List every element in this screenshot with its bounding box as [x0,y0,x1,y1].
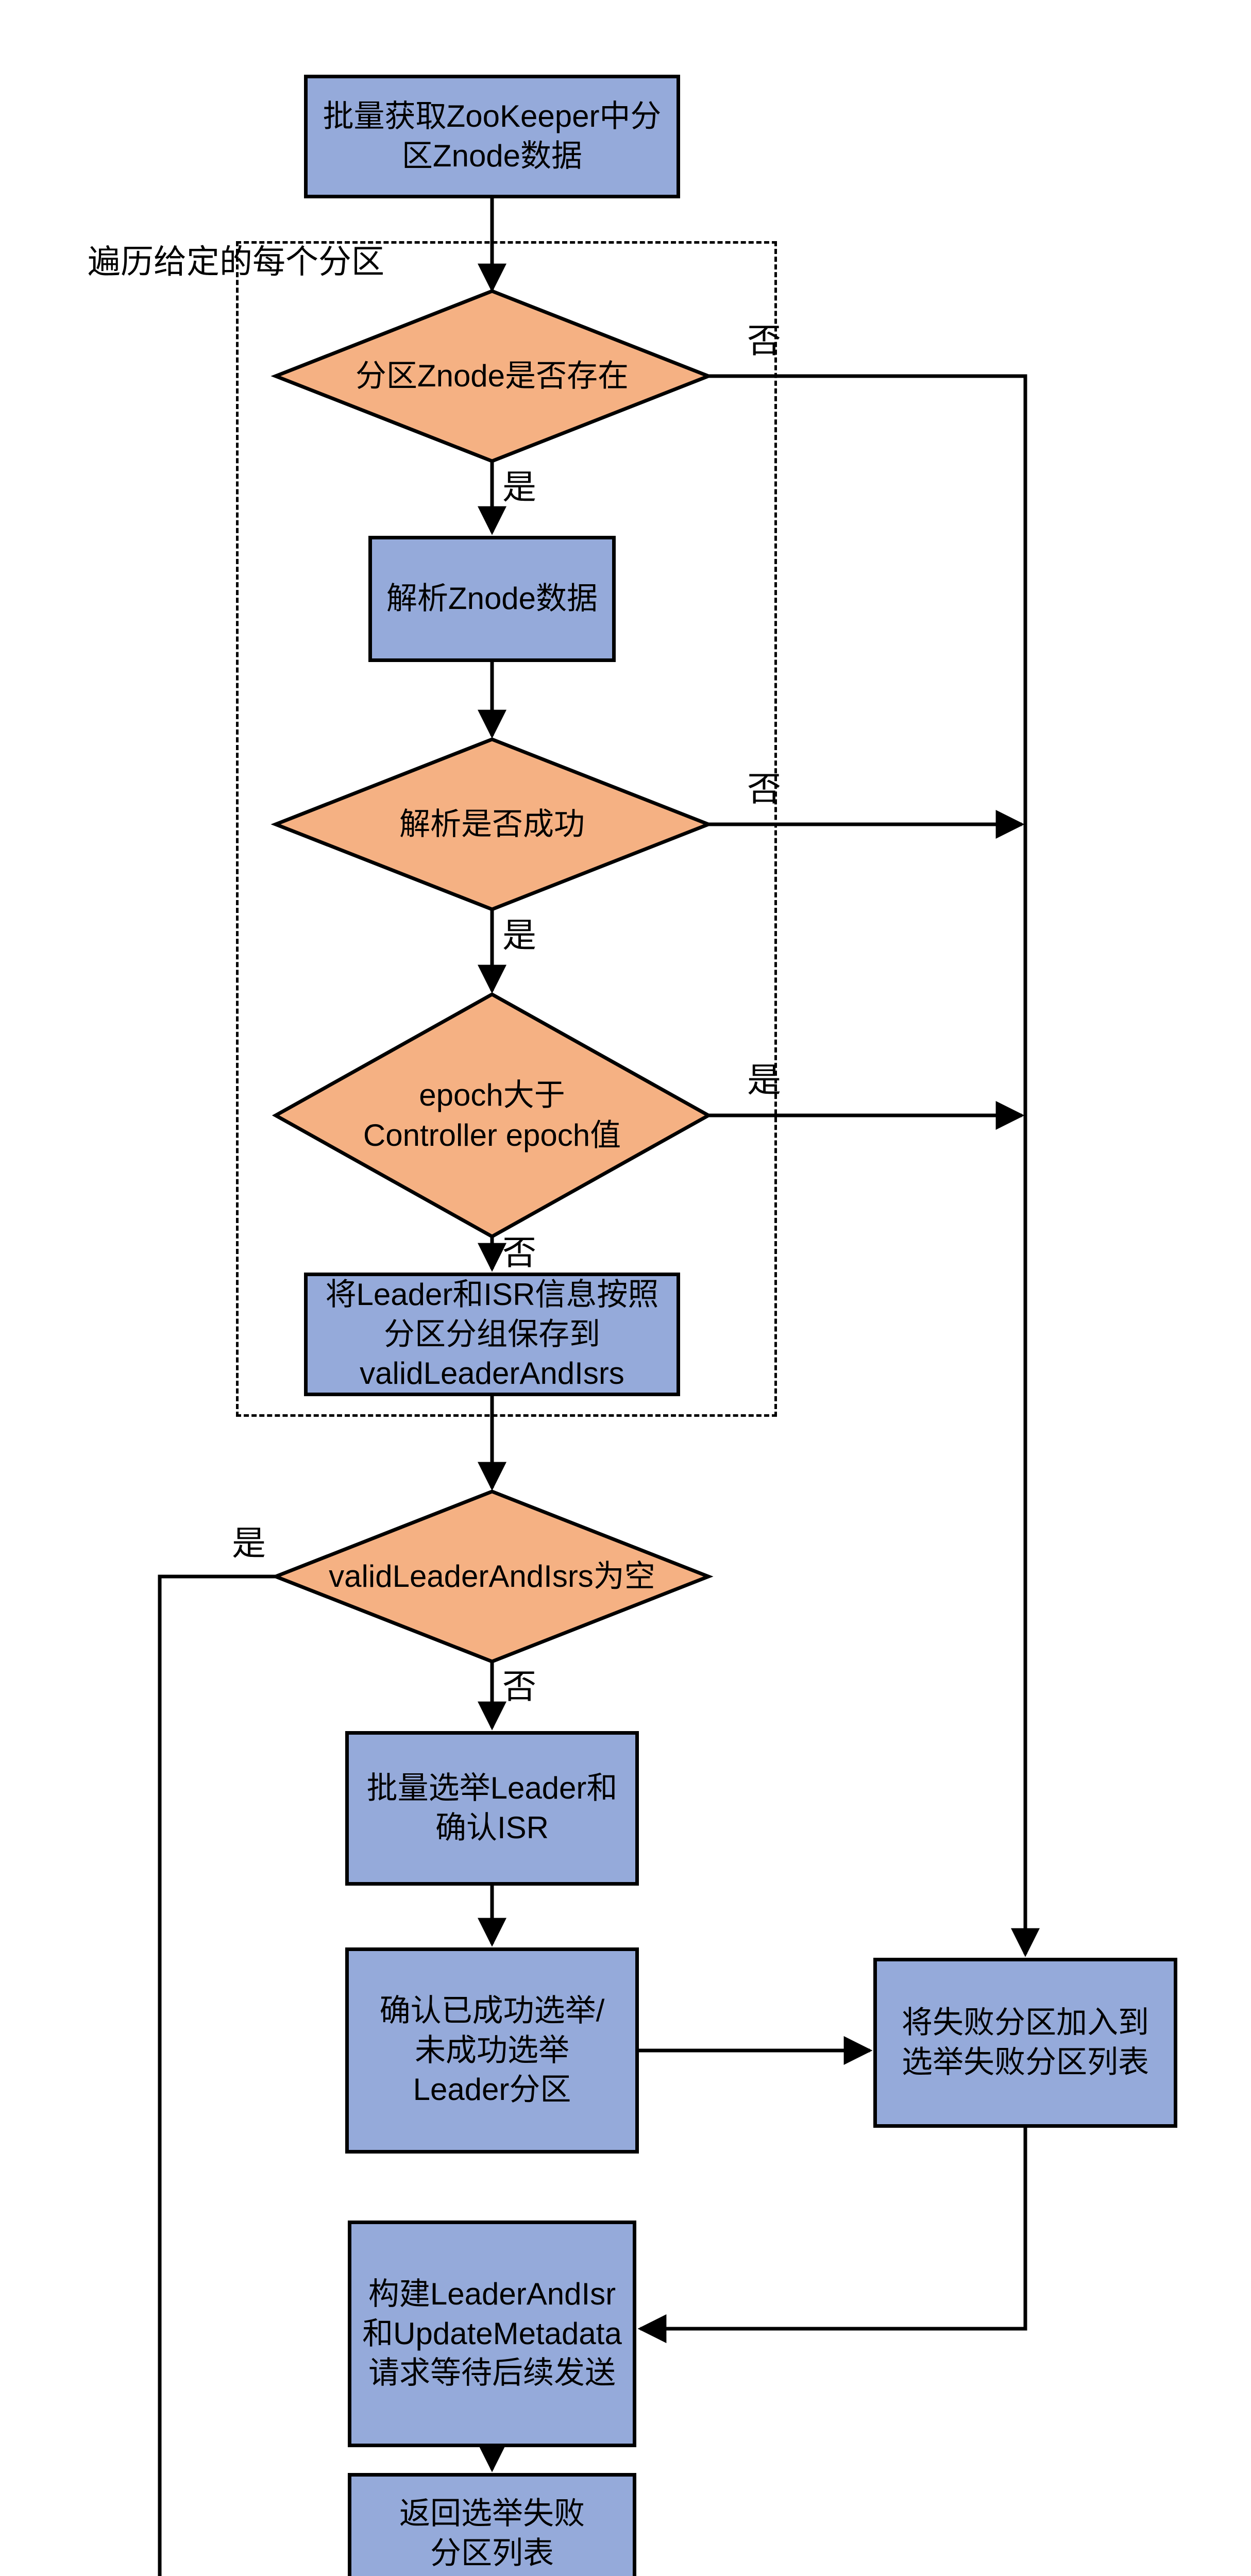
branch-yes-parse-success: 是 [502,916,536,954]
branch-no-empty: 否 [502,1667,536,1705]
process-build-requests-box: 构建LeaderAndIsr 和UpdateMetadata 请求等待后续发送 [348,2221,636,2447]
edge-add-failed-to-build [637,2128,1027,2343]
edge-znode-no-collector [708,374,1040,1957]
decision-parse-success-diamond [271,737,714,911]
process-fetch-znode-box: 批量获取ZooKeeper中分 区Znode数据 [304,75,680,198]
loop-group-container [236,241,777,1417]
decision-znode-exists-diamond [271,289,714,463]
process-batch-elect-box: 批量选举Leader和 确认ISR [345,1731,639,1886]
process-parse-znode-box: 解析Znode数据 [368,536,616,662]
process-return-failed-box: 返回选举失败 分区列表 [348,2473,636,2576]
decision-empty-diamond [271,1489,714,1664]
edge-empty-yes-to-result [158,1574,276,2576]
process-add-failed-box: 将失败分区加入到 选举失败分区列表 [873,1958,1177,2128]
branch-no-epoch: 否 [502,1233,536,1272]
branch-no-znode-exists: 否 [747,321,781,360]
branch-yes-znode-exists: 是 [502,468,536,506]
decision-epoch-diamond [272,992,713,1239]
branch-no-parse-success: 否 [747,770,781,808]
loop-group-label: 遍历给定的每个分区 [88,243,384,280]
branch-yes-empty: 是 [232,1524,266,1562]
process-save-valid-box: 将Leader和ISR信息按照 分区分组保存到 validLeaderAndIs… [304,1273,680,1396]
branch-yes-epoch: 是 [747,1061,781,1099]
process-confirm-elect-box: 确认已成功选举/ 未成功选举 Leader分区 [345,1947,639,2154]
